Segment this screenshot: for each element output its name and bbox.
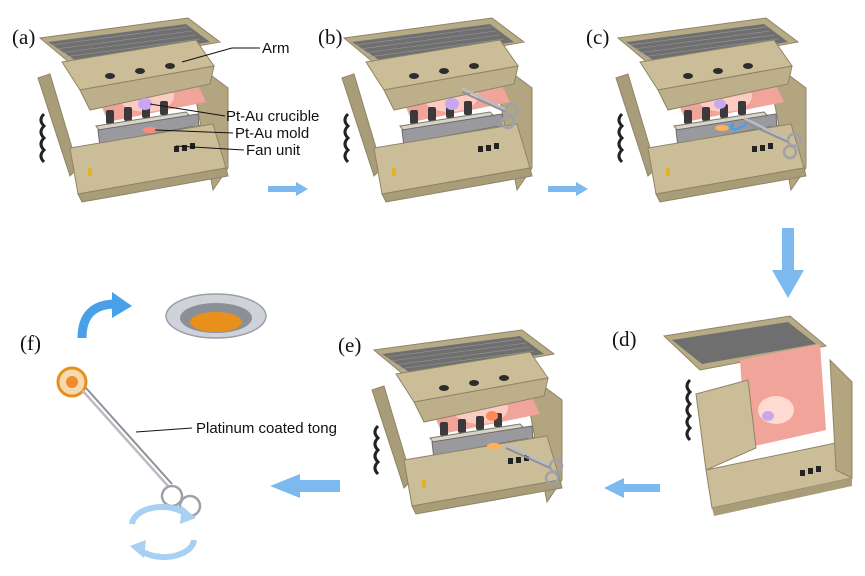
label-arm: Arm xyxy=(262,40,290,57)
platinum-tong-icon xyxy=(56,366,202,518)
label-tong: Platinum coated tong xyxy=(196,420,337,437)
panel-label-a: (a) xyxy=(12,25,35,49)
fusion-machine-c xyxy=(614,16,808,204)
callout-arm: Arm xyxy=(181,40,290,63)
callout-fan: Fan unit xyxy=(175,142,301,159)
callout-tong: Platinum coated tong xyxy=(135,420,337,437)
curved-arrow-icon xyxy=(77,299,117,339)
crucible-glow-e xyxy=(486,411,498,421)
flow-arrow-icon xyxy=(268,182,308,196)
fusion-machine-d xyxy=(662,315,853,516)
fusion-machine-e xyxy=(370,328,564,516)
panel-label-b: (b) xyxy=(318,25,343,49)
flow-arrow-icon xyxy=(548,182,588,196)
curved-arrow-head-icon xyxy=(112,292,132,318)
flow-arrow-left-icon xyxy=(604,478,660,498)
crucible-glow-c xyxy=(714,99,726,109)
mold-glow-e xyxy=(487,443,501,449)
callout-crucible: Pt-Au crucible xyxy=(149,103,319,125)
pour-arrow-icon xyxy=(729,123,747,131)
crucible-glow-b xyxy=(445,98,459,110)
fusion-machine-a xyxy=(36,16,230,204)
panel-label-f: (f) xyxy=(20,331,41,355)
panel-label-e: (e) xyxy=(338,333,361,357)
callout-mold: Pt-Au mold xyxy=(154,125,309,142)
flow-arrow-down-icon xyxy=(772,228,804,298)
crucible-glow-a xyxy=(138,98,152,110)
panel-label-c: (c) xyxy=(586,25,609,49)
pour-arrow-head-icon xyxy=(728,122,734,131)
label-mold: Pt-Au mold xyxy=(235,125,309,142)
mold-icon xyxy=(165,293,267,339)
flow-arrow-left-icon xyxy=(270,474,340,498)
mold-glow-a xyxy=(143,127,157,133)
mold-glow-c xyxy=(715,125,729,131)
rotation-icon xyxy=(129,503,197,561)
label-fan: Fan unit xyxy=(246,142,301,159)
label-crucible: Pt-Au crucible xyxy=(226,108,319,125)
panel-label-d: (d) xyxy=(612,327,637,351)
